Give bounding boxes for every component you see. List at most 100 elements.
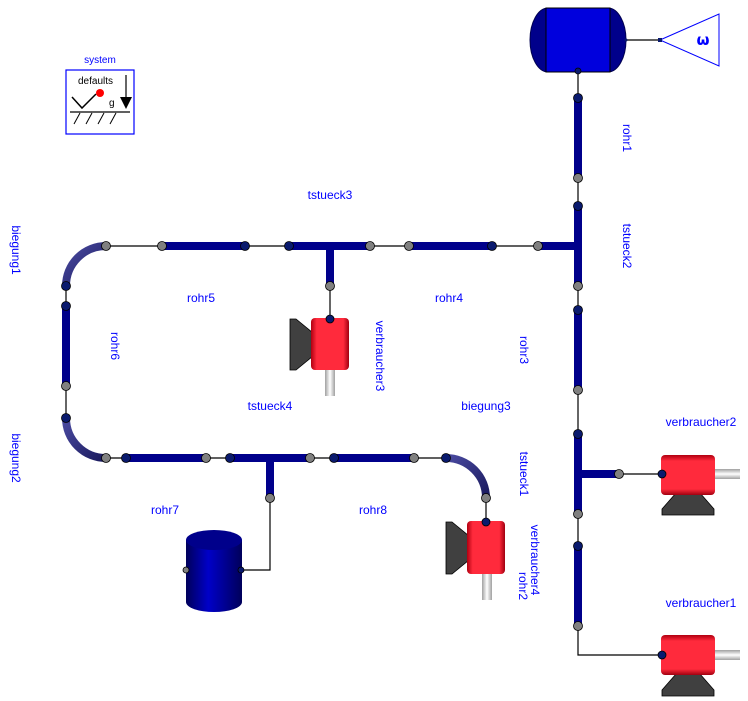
pipes xyxy=(62,98,582,626)
bend-port[interactable] xyxy=(61,281,71,291)
biegung1-bend[interactable] xyxy=(62,242,107,287)
port-b[interactable] xyxy=(573,385,583,395)
verbraucher1-consumer[interactable] xyxy=(657,635,740,697)
system-block[interactable]: system defaults g xyxy=(65,55,135,135)
consumer-port[interactable] xyxy=(481,517,491,527)
port-a[interactable] xyxy=(573,541,583,551)
label-verbraucher2: verbraucher2 xyxy=(666,415,737,429)
bend-port[interactable] xyxy=(481,493,491,503)
label-rohr5: rohr5 xyxy=(187,291,215,305)
label-verbraucher4: verbraucher4 xyxy=(528,525,542,596)
tee-port[interactable] xyxy=(225,453,235,463)
system-label: system xyxy=(84,55,116,66)
omega-symbol: ω xyxy=(696,31,709,49)
port-b[interactable] xyxy=(240,241,250,251)
speed-source[interactable]: ω xyxy=(658,13,720,67)
tee-port[interactable] xyxy=(573,429,583,439)
tee-port[interactable] xyxy=(325,281,335,291)
port-a[interactable] xyxy=(329,453,339,463)
label-tstueck1: tstueck1 xyxy=(517,452,531,497)
source-tank[interactable] xyxy=(529,7,628,75)
port-a[interactable] xyxy=(404,241,414,251)
bend-port[interactable] xyxy=(61,413,71,423)
label-verbraucher1: verbraucher1 xyxy=(666,596,737,610)
mount-base-icon xyxy=(661,673,715,697)
tstueck1-tee[interactable] xyxy=(574,434,619,514)
motor-body xyxy=(467,521,505,574)
label-rohr1: rohr1 xyxy=(620,124,634,152)
speed-triangle xyxy=(658,13,720,67)
port-b[interactable] xyxy=(573,621,583,631)
bends xyxy=(62,242,490,499)
tank-port-right[interactable] xyxy=(237,566,245,574)
port-b[interactable] xyxy=(573,173,583,183)
tank-signal-port[interactable] xyxy=(624,38,628,42)
label-rohr4: rohr4 xyxy=(435,291,463,305)
mount-base-icon xyxy=(661,492,715,516)
mount-base-icon xyxy=(289,318,314,371)
tee-port[interactable] xyxy=(305,453,315,463)
shaft xyxy=(325,370,335,396)
tee-port[interactable] xyxy=(573,281,583,291)
tee-port[interactable] xyxy=(265,493,275,503)
tee-port[interactable] xyxy=(533,241,543,251)
port-b[interactable] xyxy=(61,381,71,391)
bend-port[interactable] xyxy=(101,453,111,463)
tstueck2-tee[interactable] xyxy=(538,206,582,286)
connections xyxy=(65,39,662,656)
label-verbraucher3: verbraucher3 xyxy=(373,321,387,392)
storage-tank[interactable] xyxy=(182,530,245,612)
shaft xyxy=(714,650,740,660)
verbraucher2-consumer[interactable] xyxy=(657,455,740,516)
port-b[interactable] xyxy=(201,453,211,463)
tee-port[interactable] xyxy=(573,509,583,519)
port-a[interactable] xyxy=(157,241,167,251)
shaft xyxy=(482,574,492,600)
tstueck3-tee[interactable] xyxy=(289,242,370,286)
port-b[interactable] xyxy=(409,453,419,463)
verbraucher3-consumer[interactable] xyxy=(289,314,349,396)
port-a[interactable] xyxy=(61,301,71,311)
tank-bottom xyxy=(186,592,242,612)
label-rohr3: rohr3 xyxy=(517,336,531,364)
tee-port[interactable] xyxy=(284,241,294,251)
tank-port[interactable] xyxy=(574,67,582,75)
system-mass-icon xyxy=(96,89,104,97)
tank-body xyxy=(186,540,242,602)
labels: tstueck3 rohr5 rohr4 tstueck4 biegung3 r… xyxy=(9,124,737,610)
label-rohr2: rohr2 xyxy=(516,572,530,600)
consumer-port[interactable] xyxy=(657,650,667,660)
label-rohr6: rohr6 xyxy=(108,332,122,360)
label-tstueck3: tstueck3 xyxy=(308,188,353,202)
port-a[interactable] xyxy=(573,305,583,315)
motor-body xyxy=(311,318,349,370)
label-tstueck2: tstueck2 xyxy=(620,224,634,269)
bend-port[interactable] xyxy=(101,241,111,251)
bend-port[interactable] xyxy=(441,453,451,463)
biegung3-bend[interactable] xyxy=(445,454,490,499)
motor-body xyxy=(661,455,715,495)
consumer-port[interactable] xyxy=(325,314,335,324)
tee-port[interactable] xyxy=(365,241,375,251)
port-b[interactable] xyxy=(487,241,497,251)
verbraucher4-consumer[interactable] xyxy=(445,517,505,600)
system-defaults-text: defaults xyxy=(78,76,113,87)
tee-port[interactable] xyxy=(573,201,583,211)
label-biegung3: biegung3 xyxy=(461,399,511,413)
tank-top xyxy=(186,530,242,550)
tee-port[interactable] xyxy=(614,469,624,479)
port-a[interactable] xyxy=(573,93,583,103)
port-a[interactable] xyxy=(121,453,131,463)
tank-port-left[interactable] xyxy=(182,566,190,574)
label-biegung1: biegung1 xyxy=(9,225,23,275)
consumer-port[interactable] xyxy=(657,469,667,479)
wire xyxy=(241,498,271,571)
biegung2-bend[interactable] xyxy=(62,417,107,462)
label-rohr8: rohr8 xyxy=(359,503,387,517)
tank-body xyxy=(545,7,611,73)
wire xyxy=(577,626,662,656)
speed-port[interactable] xyxy=(658,38,662,42)
tees xyxy=(230,206,619,514)
tstueck4-tee[interactable] xyxy=(230,454,310,498)
